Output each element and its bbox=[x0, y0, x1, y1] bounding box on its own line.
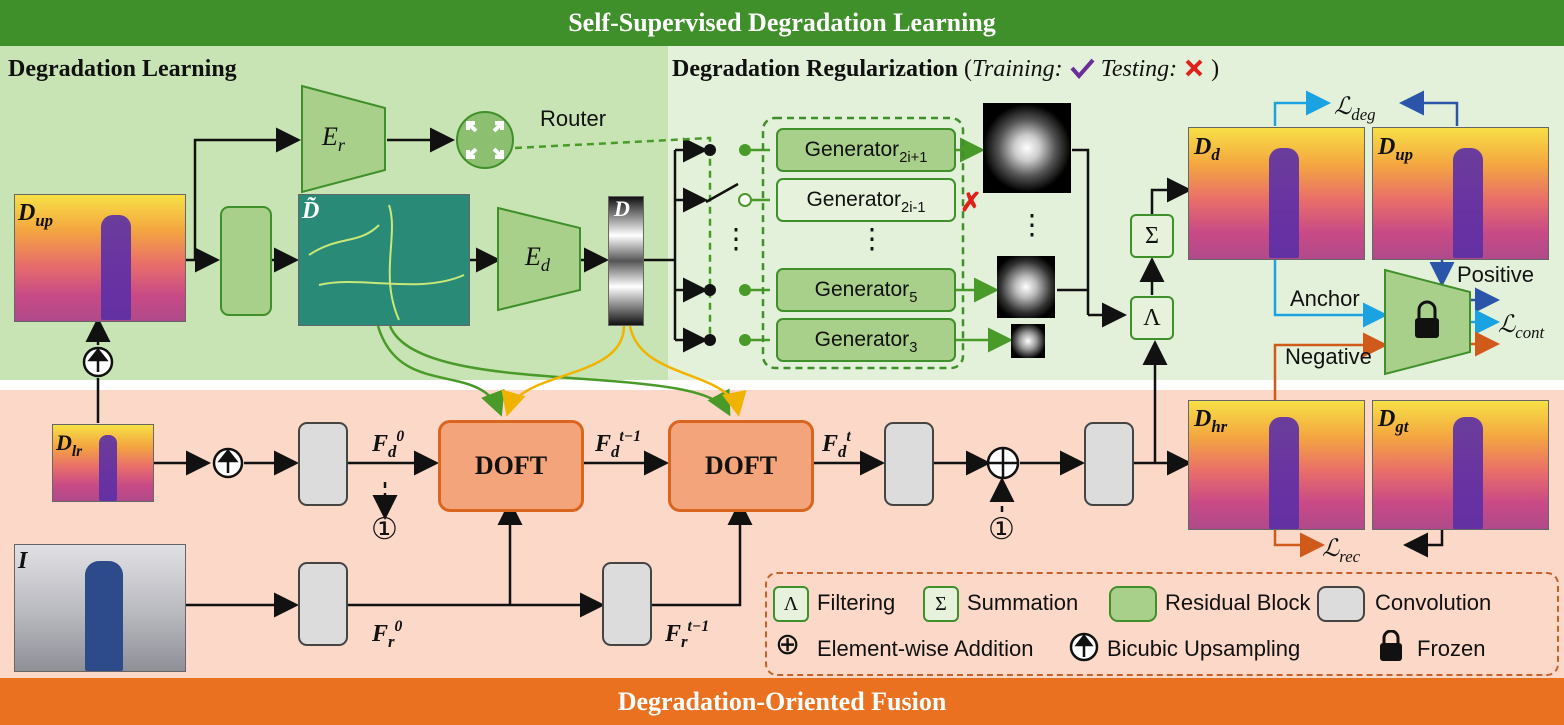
legend-upsample-icon bbox=[1069, 632, 1099, 662]
residual-block bbox=[220, 206, 272, 316]
conv-depth-in bbox=[298, 422, 348, 506]
section-title-regularization: Degradation Regularization (Training: Te… bbox=[672, 56, 1220, 82]
positive-label: Positive bbox=[1457, 262, 1535, 287]
legend-conv-label: Convolution bbox=[1375, 590, 1492, 615]
i-input-image bbox=[14, 544, 186, 672]
cross-icon bbox=[1185, 59, 1203, 77]
f-r-t-minus-1-label: Frt−1 bbox=[665, 618, 710, 651]
d-lr-image bbox=[52, 424, 154, 502]
generator-3: Generator3 bbox=[776, 318, 956, 362]
d-d-image bbox=[1188, 127, 1365, 260]
d-d-label: Dd bbox=[1194, 134, 1220, 164]
legend-summation-label: Summation bbox=[967, 590, 1079, 615]
top-banner: Self-Supervised Degradation Learning bbox=[0, 0, 1564, 46]
f-r0-label: Fr0 bbox=[372, 618, 403, 651]
e-d-label: Ed bbox=[525, 242, 550, 275]
degradation-representation bbox=[608, 196, 644, 326]
d-tilde-feature-map bbox=[298, 194, 470, 326]
switch-icon bbox=[705, 182, 739, 204]
anchor-label: Anchor bbox=[1290, 286, 1360, 311]
negative-label: Negative bbox=[1285, 344, 1372, 369]
legend-conv-swatch bbox=[1317, 586, 1365, 622]
doft-block-2: DOFT bbox=[668, 420, 814, 512]
legend-summation-symbol: Σ bbox=[923, 586, 959, 622]
e-r-encoder bbox=[301, 84, 386, 194]
d-lr-label: Dlr bbox=[56, 430, 83, 460]
disabled-generator-cross-icon: ✗ bbox=[960, 188, 982, 217]
generator-ellipsis: ⋮ bbox=[858, 224, 886, 255]
f-d-t-minus-1-label: Fdt−1 bbox=[595, 428, 641, 461]
router-icon bbox=[456, 111, 514, 169]
kernel-3 bbox=[1011, 324, 1045, 358]
d-up-input-label: Dup bbox=[18, 200, 54, 230]
d-gt-label: Dgt bbox=[1378, 406, 1409, 436]
generator-2i-plus-1: Generator2i+1 bbox=[776, 128, 956, 172]
e-r-label: Er bbox=[322, 122, 345, 155]
loss-cont: ℒcont bbox=[1498, 312, 1545, 342]
generator-2i-minus-1: Generator2i-1 bbox=[776, 178, 956, 222]
conv-depth-out bbox=[884, 422, 934, 506]
f-d-t-label: Fdt bbox=[822, 428, 851, 461]
filtering-op: Λ bbox=[1130, 296, 1174, 340]
d-hr-image bbox=[1188, 400, 1365, 530]
kernel-ellipsis: ⋮ bbox=[1018, 210, 1046, 241]
circled-one-2: ① bbox=[988, 513, 1015, 546]
legend-filtering-label: Filtering bbox=[817, 590, 896, 615]
kernel-2i-plus-1 bbox=[983, 103, 1071, 193]
d-gt-image bbox=[1372, 400, 1549, 530]
d-up-input-image bbox=[14, 194, 186, 322]
circled-one-1: ① bbox=[371, 513, 398, 546]
legend-frozen-label: Frozen bbox=[1417, 636, 1486, 661]
section-title-learning: Degradation Learning bbox=[8, 56, 237, 82]
generator-5: Generator5 bbox=[776, 268, 956, 312]
legend-addition-label: Element-wise Addition bbox=[817, 636, 1034, 661]
e-d-encoder bbox=[497, 206, 581, 312]
d-vector-label: D bbox=[614, 196, 630, 221]
legend-residual-swatch bbox=[1109, 586, 1157, 622]
check-icon bbox=[1070, 58, 1095, 80]
legend: Λ Filtering Σ Summation Residual Block C… bbox=[765, 572, 1559, 676]
d-up-output-image bbox=[1372, 127, 1549, 260]
conv-image-in bbox=[298, 562, 348, 646]
legend-lock-icon bbox=[1380, 630, 1402, 661]
f-d0-label: Fd0 bbox=[372, 428, 405, 461]
d-tilde-label: D̃ bbox=[302, 198, 320, 224]
doft-block-1: DOFT bbox=[438, 420, 584, 512]
d-up-output-label: Dup bbox=[1378, 134, 1414, 164]
legend-residual-label: Residual Block bbox=[1165, 590, 1311, 615]
d-hr-label: Dhr bbox=[1194, 406, 1228, 436]
bottom-banner: Degradation-Oriented Fusion bbox=[0, 678, 1564, 725]
legend-addition-symbol: ⊕ bbox=[775, 628, 801, 661]
legend-upsample-label: Bicubic Upsampling bbox=[1107, 636, 1301, 661]
legend-filtering-symbol: Λ bbox=[773, 586, 809, 622]
i-input-label: I bbox=[18, 548, 28, 574]
loss-deg: ℒdeg bbox=[1334, 94, 1376, 124]
upsample-icon bbox=[82, 346, 244, 479]
kernel-5 bbox=[997, 256, 1055, 318]
loss-rec: ℒrec bbox=[1322, 536, 1361, 566]
summation-op: Σ bbox=[1130, 214, 1174, 258]
conv-final bbox=[1084, 422, 1134, 506]
router-label: Router bbox=[540, 106, 607, 131]
branch-ellipsis: ⋮ bbox=[722, 224, 750, 255]
conv-image-mid bbox=[602, 562, 652, 646]
